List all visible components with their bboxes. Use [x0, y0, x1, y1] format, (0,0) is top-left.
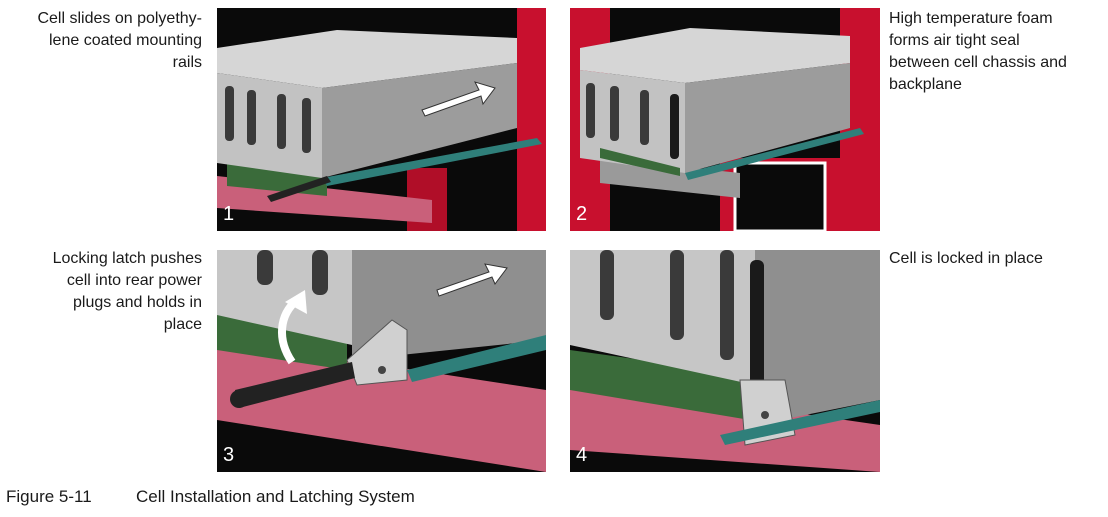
figure-caption: Figure 5-11 Cell Installation and Latchin… — [6, 486, 415, 508]
caption-line: plugs and holds in — [73, 294, 202, 311]
cell-sliding-drawing — [217, 8, 546, 231]
caption-line: rails — [172, 54, 202, 71]
caption-line: Locking latch pushes — [52, 250, 202, 267]
step-number: 1 — [223, 203, 235, 225]
step-2-illustration: 2 — [570, 8, 880, 231]
step-1-illustration: 1 — [217, 8, 546, 231]
cell-locked-drawing — [570, 250, 880, 472]
caption-step-4: Cell is locked in place — [889, 248, 1104, 270]
caption-line: between cell chassis and — [889, 54, 1067, 71]
step-number: 3 — [223, 444, 235, 466]
caption-step-1: Cell slides on polyethy- lene coated mou… — [0, 8, 202, 74]
figure-label: Figure 5-11 — [6, 487, 92, 506]
step-3-illustration: 3 — [217, 250, 546, 472]
figure-title: Cell Installation and Latching System — [136, 487, 415, 506]
caption-line: High temperature foam — [889, 10, 1053, 27]
caption-line: forms air tight seal — [889, 32, 1020, 49]
caption-step-2: High temperature foam forms air tight se… — [889, 8, 1104, 96]
step-number: 2 — [576, 203, 588, 225]
locking-latch-drawing — [217, 250, 546, 472]
caption-step-3: Locking latch pushes cell into rear powe… — [0, 248, 202, 336]
caption-line: cell into rear power — [66, 272, 202, 289]
step-number: 4 — [576, 444, 588, 466]
foam-seal-drawing — [570, 8, 880, 231]
step-4-illustration: 4 — [570, 250, 880, 472]
caption-line: Cell is locked in place — [889, 250, 1043, 267]
caption-line: backplane — [889, 76, 962, 93]
caption-line: lene coated mounting — [49, 32, 202, 49]
caption-line: Cell slides on polyethy- — [37, 10, 202, 27]
caption-line: place — [163, 316, 202, 333]
